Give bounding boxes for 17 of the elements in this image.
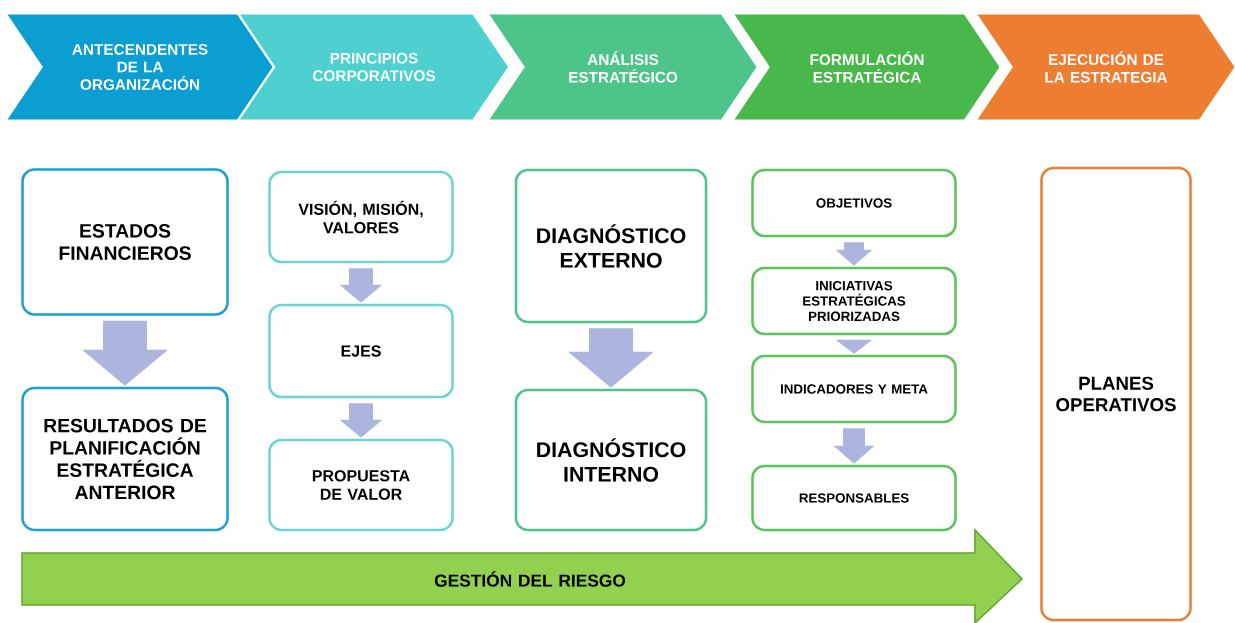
chevron-step: ANTECENDENTES DE LA ORGANIZACIÓN <box>7 14 273 120</box>
process-box: PROPUESTA DE VALOR <box>268 438 454 532</box>
chevron-step: EJECUCIÓN DE LA ESTRATEGIA <box>977 14 1235 120</box>
process-box: EJES <box>268 303 454 399</box>
process-box: DIAGNÓSTICO INTERNO <box>514 388 708 532</box>
chevron-step: FORMULACIÓN ESTRATÉGICA <box>734 14 1000 120</box>
process-box: PLANES OPERATIVOS <box>1040 166 1192 622</box>
process-box: DIAGNÓSTICO EXTERNO <box>514 168 708 324</box>
chevron-step: PRINCIPIOS CORPORATIVOS <box>240 14 508 120</box>
process-box: INICIATIVAS ESTRATÉGICAS PRIORIZADAS <box>751 266 957 336</box>
process-box: RESPONSABLES <box>751 464 957 532</box>
process-box: OBJETIVOS <box>751 168 957 238</box>
process-box: RESULTADOS DE PLANIFICACIÓN ESTRATÉGICA ANTERIOR <box>21 386 229 532</box>
process-box: INDICADORES Y META <box>751 354 957 424</box>
process-box: VISIÓN, MISIÓN, VALORES <box>268 170 454 264</box>
process-box: ESTADOS FINANCIEROS <box>21 168 229 316</box>
chevron-step: ANÁLISIS ESTRATÉGICO <box>489 14 757 120</box>
